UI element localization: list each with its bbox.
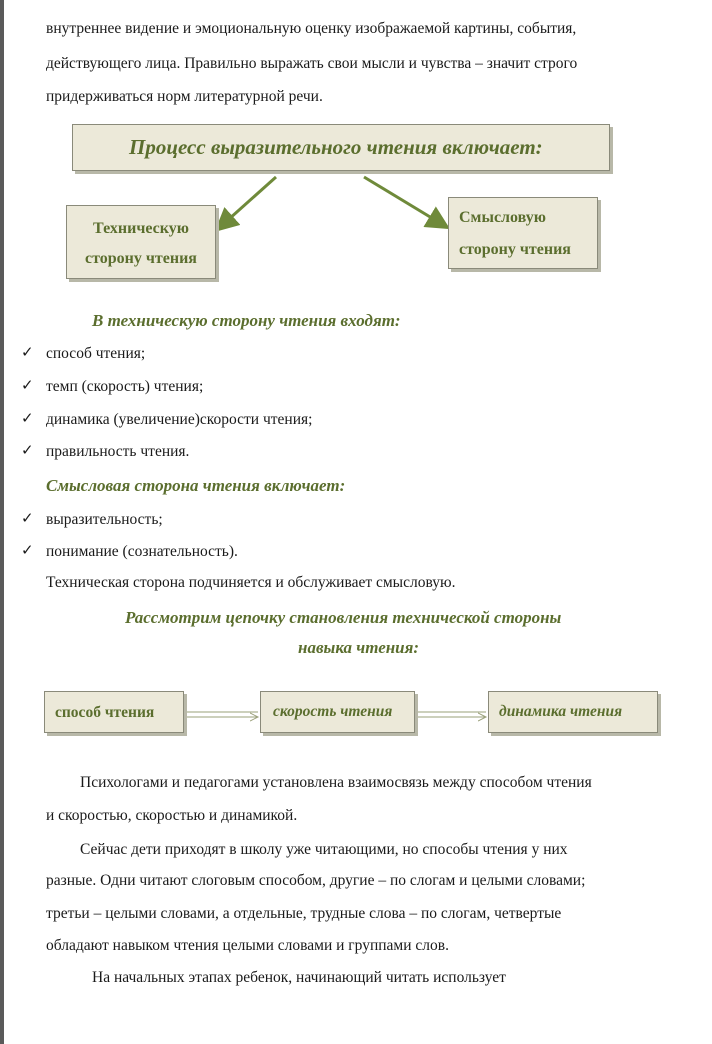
semantic-item-1: выразительность; <box>46 511 163 528</box>
technical-box-line-1: Техническую <box>93 220 189 237</box>
arrow-to-technical <box>214 175 278 233</box>
intro-line-2: действующего лица. Правильно выражать св… <box>46 55 578 72</box>
technical-item-4: правильность чтения. <box>46 443 190 460</box>
body-line-6: обладают навыком чтения целыми словами и… <box>46 937 449 954</box>
chain-step-3-label: динамика чтения <box>499 703 623 720</box>
checkmark-icon: ✓ <box>21 345 34 361</box>
technical-side-box: Техническую сторону чтения <box>66 205 216 279</box>
checkmark-icon: ✓ <box>21 443 34 459</box>
semantic-note: Техническая сторона подчиняется и обслуж… <box>46 574 456 591</box>
process-box: Процесс выразительного чтения включает: <box>72 124 610 171</box>
page-left-border <box>0 0 4 1044</box>
chain-step-3: динамика чтения <box>488 691 658 733</box>
body-line-5: третьи – целыми словами, а отдельные, тр… <box>46 905 562 922</box>
technical-heading: В техническую сторону чтения входят: <box>92 311 401 330</box>
checkmark-icon: ✓ <box>21 378 34 394</box>
body-line-3: Сейчас дети приходят в школу уже читающи… <box>80 841 568 858</box>
semantic-box-line-1: Смысловую <box>459 209 546 226</box>
checkmark-icon: ✓ <box>21 411 34 427</box>
semantic-side-box: Смысловую сторону чтения <box>448 197 598 269</box>
chain-heading-line-2: навыка чтения: <box>298 638 420 657</box>
intro-line-1: внутреннее видение и эмоциональную оценк… <box>46 20 577 37</box>
body-line-2: и скоростью, скоростью и динамикой. <box>46 807 298 824</box>
semantic-box-line-2: сторону чтения <box>459 241 571 258</box>
technical-item-2: темп (скорость) чтения; <box>46 378 204 395</box>
technical-item-3: динамика (увеличение)скорости чтения; <box>46 411 313 428</box>
body-line-4: разные. Одни читают слоговым способом, д… <box>46 872 586 889</box>
semantic-heading: Смысловая сторона чтения включает: <box>46 476 346 495</box>
body-line-7: На начальных этапах ребенок, начинающий … <box>92 969 506 986</box>
intro-line-3: придерживаться норм литературной речи. <box>46 88 323 105</box>
chain-step-2-label: скорость чтения <box>273 703 393 720</box>
semantic-item-2: понимание (сознательность). <box>46 543 238 560</box>
body-line-1: Психологами и педагогами установлена вза… <box>80 774 592 791</box>
checkmark-icon: ✓ <box>21 543 34 559</box>
chain-heading-line-1: Рассмотрим цепочку становления техническ… <box>125 608 562 627</box>
checkmark-icon: ✓ <box>21 511 34 527</box>
chain-step-1: способ чтения <box>44 691 184 733</box>
technical-item-1: способ чтения; <box>46 345 146 362</box>
chain-step-1-label: способ чтения <box>55 704 155 721</box>
technical-box-line-2: сторону чтения <box>85 250 197 267</box>
process-box-title: Процесс выразительного чтения включает: <box>129 135 543 159</box>
arrow-to-semantic <box>363 175 451 230</box>
chain-step-2: скорость чтения <box>260 691 415 733</box>
